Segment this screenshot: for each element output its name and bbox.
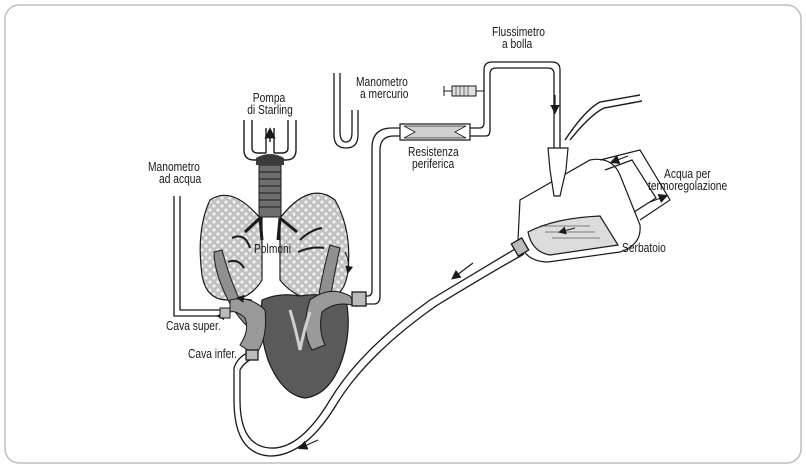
arterial-line [352,128,400,306]
label-starling: di Starling [245,104,294,117]
heart [230,291,356,398]
flowmeter-line [470,62,560,148]
label-periferica: periferica [412,158,454,171]
label-cava-super: Cava super. [166,320,221,333]
trachea [256,154,284,217]
mercury-manometer [334,73,358,148]
label-a-bolla: a bolla [502,38,532,51]
label-serbatoio: Serbatoio [622,242,666,255]
syringe [444,86,484,96]
peripheral-resistance [400,124,470,140]
label-termoregolazione: termoregolazione [648,180,727,193]
cava-connectors [220,308,230,318]
label-a-mercurio: a mercurio [360,88,408,101]
figure-border [5,5,801,463]
label-cava-infer: Cava infer. [188,348,237,361]
label-ad-acqua: ad acqua [159,173,201,186]
label-polmoni: Polmoni [254,243,291,256]
